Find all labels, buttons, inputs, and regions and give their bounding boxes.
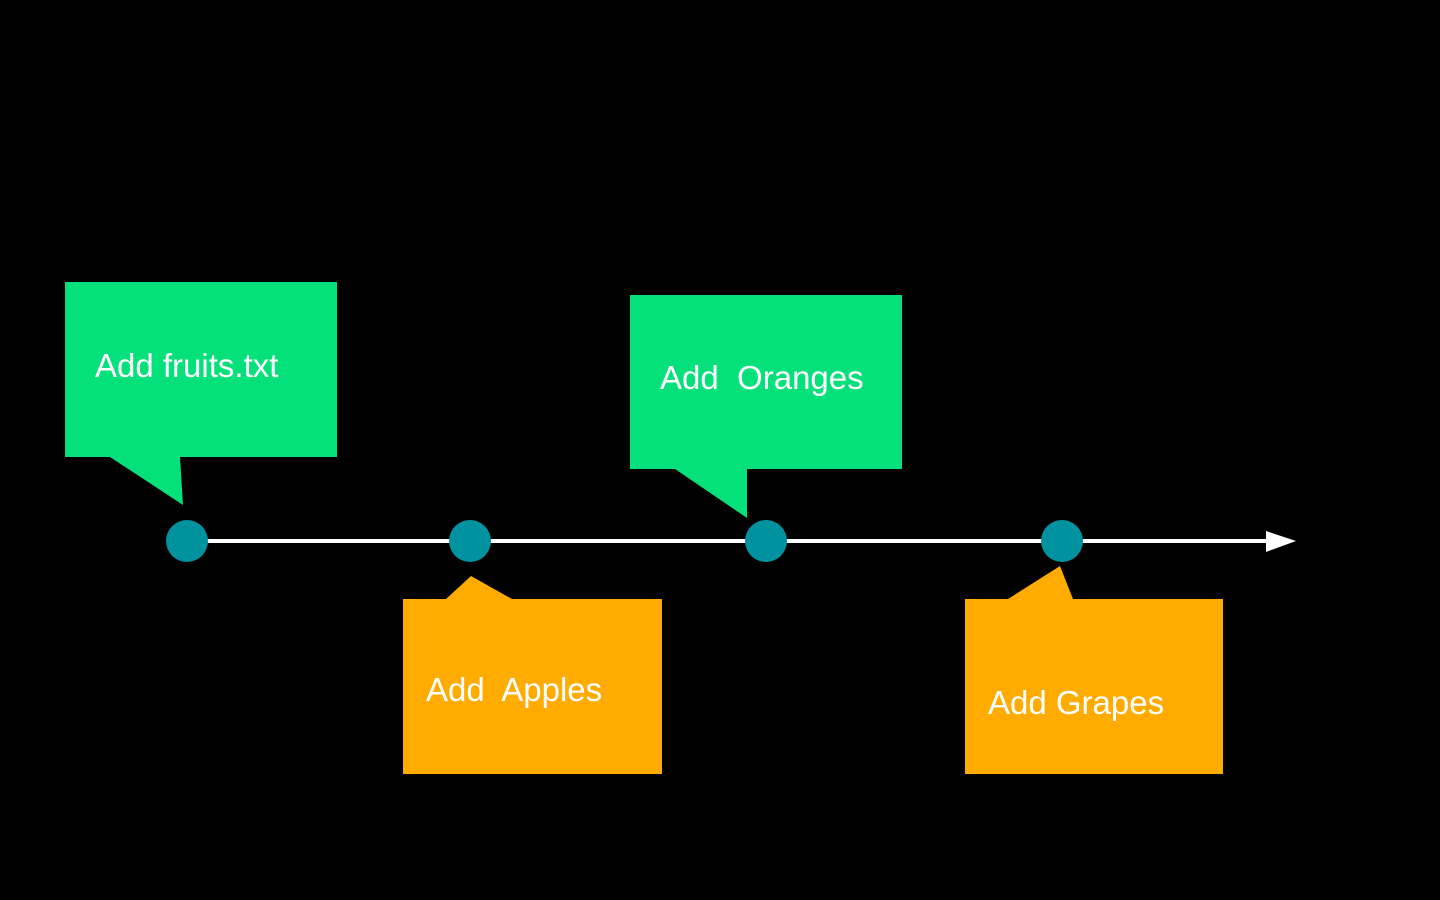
- commit-callout-3: Add Oranges: [630, 295, 902, 518]
- commit-callout-4: Add Grapes: [965, 566, 1223, 774]
- commit-label-2: Add Apples: [426, 671, 602, 708]
- callout-box-2: [403, 576, 662, 774]
- commit-label-3: Add Oranges: [660, 359, 864, 396]
- commit-node-1: [166, 520, 208, 562]
- commit-node-2: [449, 520, 491, 562]
- callout-box-4: [965, 566, 1223, 774]
- callout-box-1: [65, 282, 337, 505]
- commit-label-4: Add Grapes: [988, 684, 1164, 721]
- commit-node-3: [745, 520, 787, 562]
- commit-label-1: Add fruits.txt: [95, 347, 278, 384]
- callout-box-3: [630, 295, 902, 518]
- timeline-arrowhead: [1266, 531, 1296, 552]
- commit-node-4: [1041, 520, 1083, 562]
- commit-callout-1: Add fruits.txt: [65, 282, 337, 505]
- commit-callout-2: Add Apples: [403, 576, 662, 774]
